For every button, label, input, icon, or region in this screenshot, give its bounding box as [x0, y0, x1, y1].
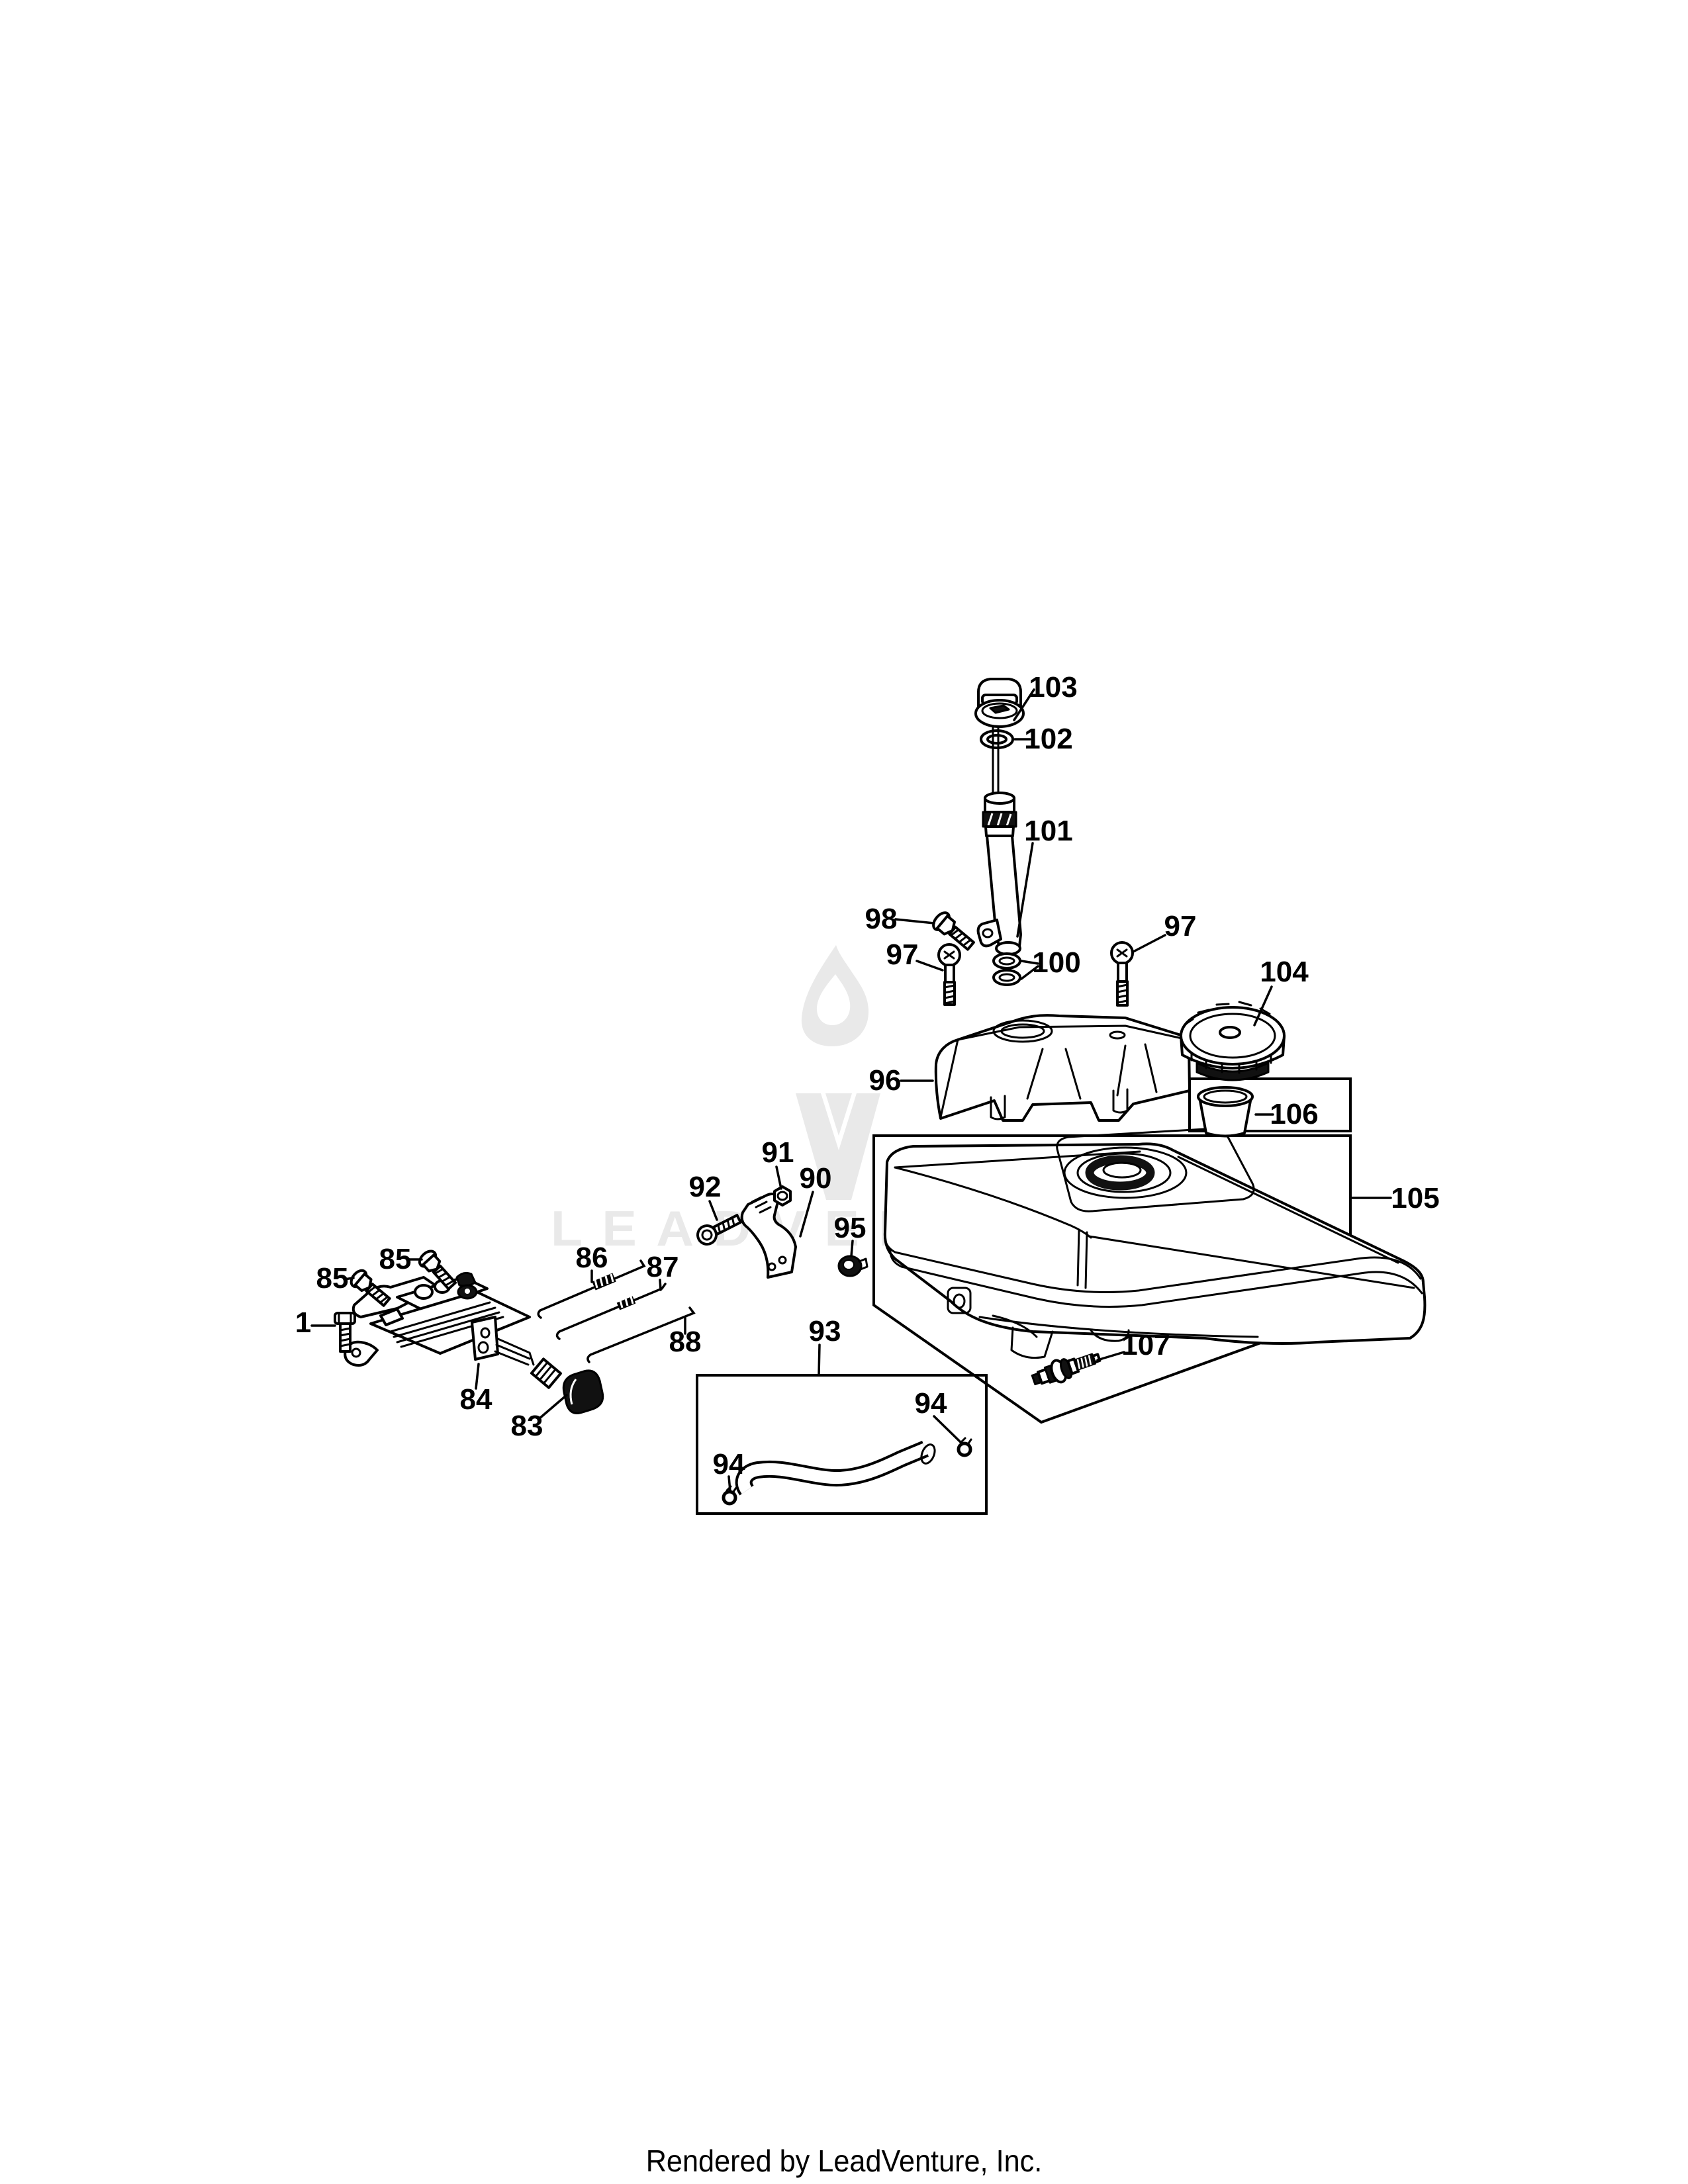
callout-92: 92	[689, 1171, 722, 1203]
callout-100: 100	[1032, 946, 1080, 979]
callout-106: 106	[1270, 1098, 1318, 1130]
callout-leader-85	[343, 1277, 355, 1281]
o-ring	[980, 729, 1014, 749]
callout-leader-84	[475, 1363, 480, 1390]
strainer-box	[1188, 1077, 1352, 1132]
callout-86: 86	[576, 1242, 608, 1274]
flame-icon	[801, 945, 869, 1046]
callout-101: 101	[1024, 815, 1072, 847]
callout-97: 97	[1164, 910, 1197, 942]
bolt-92	[696, 1214, 742, 1246]
callout-leader-103	[1013, 688, 1035, 721]
oil-fill-tube	[976, 725, 1022, 956]
bolt-85-upper	[418, 1250, 457, 1291]
bolt-97-right	[1110, 941, 1134, 1007]
throttle-rod-86	[537, 1259, 646, 1319]
tank-group-box	[872, 1134, 1352, 1424]
fuel-strainer	[1197, 1086, 1254, 1138]
footer-credit: Rendered by LeadVenture, Inc.	[645, 2144, 1043, 2178]
callout-leader-94	[727, 1475, 731, 1492]
throttle-rod-87	[555, 1283, 667, 1340]
callout-102: 102	[1024, 723, 1072, 755]
callout-leader-91	[775, 1165, 782, 1190]
dipstick-cap	[974, 678, 1025, 728]
callout-85: 85	[316, 1262, 349, 1295]
callout-1: 1	[295, 1306, 311, 1339]
tank-cover	[934, 1014, 1191, 1122]
throttle-bracket-assembly	[344, 1271, 535, 1367]
callout-leader-93	[818, 1343, 821, 1376]
v-logo-icon	[796, 1093, 880, 1200]
callout-leader-92	[708, 1200, 718, 1221]
callout-leader-107	[1096, 1351, 1125, 1361]
callout-85: 85	[379, 1243, 412, 1275]
fuel-tank	[883, 1128, 1427, 1359]
bolt-98	[932, 911, 975, 951]
callout-leader-97	[915, 960, 944, 972]
callout-94: 94	[713, 1448, 745, 1480]
callout-87: 87	[647, 1251, 679, 1283]
callout-91: 91	[762, 1136, 794, 1169]
callout-leader-104	[1253, 985, 1273, 1026]
callout-97: 97	[886, 938, 919, 971]
callout-90: 90	[800, 1162, 832, 1195]
bolt-97-left	[937, 943, 961, 1006]
callout-83: 83	[511, 1410, 543, 1442]
fuel-line-box	[696, 1374, 988, 1515]
bolt-1	[334, 1312, 356, 1353]
callout-104: 104	[1260, 956, 1309, 988]
callout-95: 95	[834, 1212, 867, 1244]
callout-leader-83	[538, 1394, 568, 1420]
callout-leader-98	[894, 918, 935, 925]
callout-leader-100	[1020, 960, 1039, 965]
hose-clamp-right	[957, 1437, 972, 1457]
callout-84: 84	[460, 1383, 492, 1416]
fuel-hose	[735, 1441, 936, 1496]
callout-leader-100	[1020, 965, 1039, 980]
callout-94: 94	[915, 1387, 947, 1420]
fuel-cap	[1180, 1001, 1286, 1081]
callout-leader-101	[1016, 842, 1034, 938]
tube-washers	[992, 952, 1021, 986]
callout-leader-95	[850, 1240, 854, 1257]
callout-leader-90	[799, 1191, 814, 1238]
callout-leader-87	[659, 1279, 662, 1291]
fuel-valve	[1031, 1353, 1102, 1386]
bolt-85-left	[350, 1269, 391, 1307]
grommet-95	[837, 1255, 868, 1277]
callout-96: 96	[869, 1064, 902, 1097]
callout-88: 88	[669, 1326, 702, 1358]
callout-98: 98	[865, 903, 898, 935]
callout-103: 103	[1029, 671, 1077, 704]
callout-leader-97	[1132, 934, 1166, 953]
callout-93: 93	[809, 1315, 841, 1347]
callout-107: 107	[1121, 1329, 1170, 1361]
callout-105: 105	[1391, 1182, 1439, 1214]
callout-leader-94	[933, 1415, 962, 1443]
throttle-knob	[530, 1357, 604, 1414]
throttle-rod-88	[586, 1306, 696, 1363]
nut-91	[773, 1185, 792, 1206]
v-logo-inner	[827, 1095, 850, 1132]
